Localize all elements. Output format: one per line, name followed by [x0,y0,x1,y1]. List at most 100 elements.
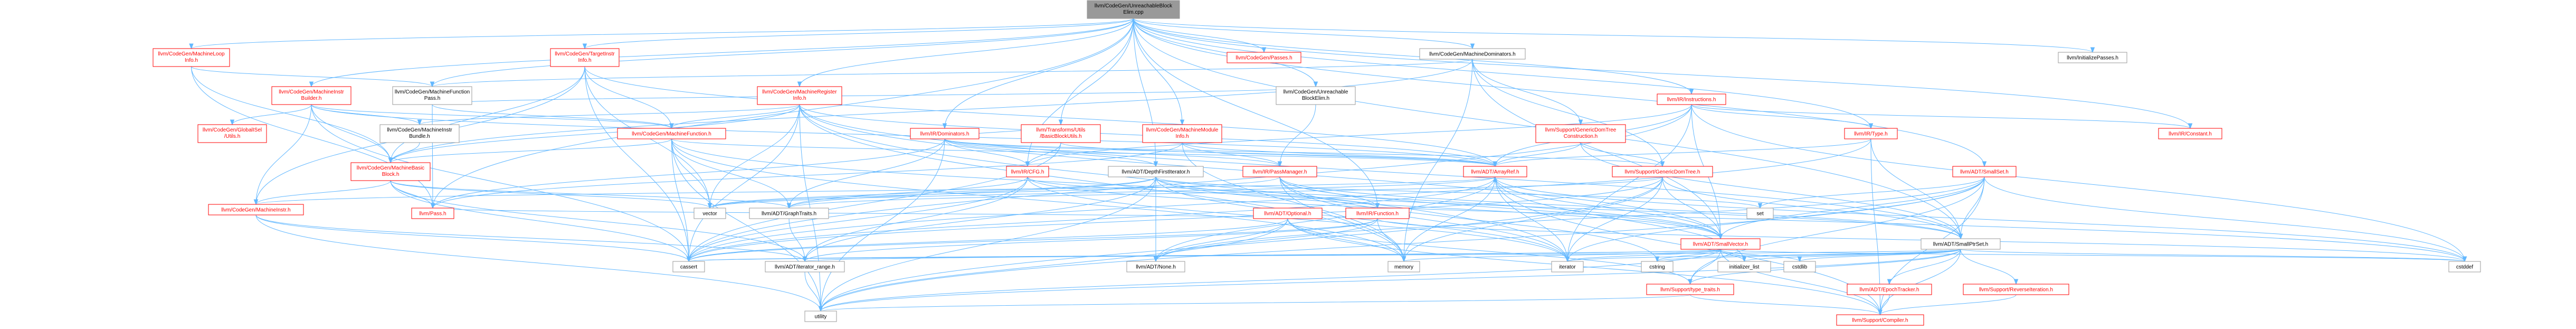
edge-pass-manager-to-small-ptr-set [1279,176,1961,239]
node-pass[interactable]: llvm/Pass.h [411,208,454,219]
node-utility[interactable]: utility [804,311,837,322]
edge-optional-to-compiler [1287,218,1880,315]
edge-arrowhead [1493,161,1498,167]
node-cstdlib[interactable]: cstdlib [1783,261,1816,272]
node-label: llvm/IR/Type.h [1854,131,1887,137]
edge-pass-manager-to-small-vector [1279,176,1721,239]
node-depth-first-iterator[interactable]: llvm/ADT/DepthFirstIterator.h [1108,166,1204,177]
node-typetraits[interactable]: llvm/Support/type_traits.h [1646,284,1734,295]
node-generic-dom-tree[interactable]: llvm/Support/GenericDomTree.h [1612,166,1713,177]
node-initialize-passes[interactable]: llvm/InitializePasses.h [2058,52,2127,63]
edge-arrowhead [417,119,422,126]
node-iterator[interactable]: iterator [1551,261,1584,272]
edge-arrowhead [1689,89,1694,95]
edge-arrowhead [707,203,712,209]
edge-arrowhead [2462,256,2467,262]
node-compiler[interactable]: llvm/Support/Compiler.h [1836,314,1924,326]
nodes-layer: llvm/CodeGen/UnreachableBlockElim.cppllv… [153,0,2481,326]
node-small-ptr-set[interactable]: llvm/ADT/SmallPtrSet.h [1921,238,2001,250]
edge-small-ptr-set-to-cstring [1657,249,1961,262]
edge-arrowhead [253,199,259,205]
node-box [617,128,726,139]
node-reverse-iteration[interactable]: llvm/Support/ReverseIteration.h [1963,284,2069,295]
node-label: llvm/ADT/SmallSet.h [1960,170,2009,175]
edge-machine-function-to-array-ref [671,138,1496,167]
node-vector[interactable]: vector [693,208,726,219]
node-generic-dom-tree-construction[interactable]: llvm/Support/GenericDomTreeConstruction.… [1535,124,1626,143]
edge-root-to-machine-module-info [1133,18,1183,125]
node-set[interactable]: set [1746,208,1774,219]
node-epoch-tracker[interactable]: llvm/ADT/EpochTracker.h [1847,284,1932,295]
node-cassert[interactable]: cassert [672,261,705,272]
edge-pass-manager-to-vector [709,176,1280,209]
node-instructions[interactable]: llvm/IR/Instructions.h [1657,93,1726,105]
node-irtype[interactable]: llvm/IR/Type.h [1844,128,1898,139]
edge-arrowhead [1277,161,1282,167]
edge-target-instr-info-to-cassert [584,66,689,262]
node-small-vector[interactable]: llvm/ADT/SmallVector.h [1680,238,1761,250]
node-global-isel-utils[interactable]: llvm/CodeGen/GlobalISel/Utils.h [197,124,267,143]
edge-arrowhead [1058,119,1063,126]
node-label: llvm/Support/GenericDomTree [1545,127,1617,133]
node-label: llvm/ADT/SmallPtrSet.h [1933,242,1988,248]
node-array-ref[interactable]: llvm/ADT/ArrayRef.h [1463,166,1527,177]
node-cstring[interactable]: cstring [1641,261,1674,272]
node-basic-block-utils[interactable]: llvm/Transforms/Utils/BasicBlockUtils.h [1021,124,1101,143]
edge-machine-dominators-to-generic-dom-tree [1472,59,1663,167]
node-label: cstddef [2456,265,2473,270]
node-passes[interactable]: llvm/CodeGen/Passes.h [1227,52,1301,63]
node-box [1242,166,1317,177]
node-label: vector [702,211,717,217]
edge-irtype-to-small-ptr-set [1870,138,1961,239]
edge-arrowhead [388,157,393,164]
edge-arrowhead [1153,161,1158,167]
node-initializer-list[interactable]: initializer_list [1717,261,1771,272]
edge-machine-register-info-to-vector [709,104,800,209]
node-box [693,208,726,219]
edge-arrowhead [1688,279,1693,285]
edge-machine-instr-builder-to-machine-function [311,104,672,129]
node-pass-manager[interactable]: llvm/IR/PassManager.h [1242,166,1317,177]
edge-arrowhead [1757,203,1763,209]
node-cstddef[interactable]: cstddef [2448,261,2481,272]
node-irdominators[interactable]: llvm/IR/Dominators.h [910,128,980,139]
node-irconstant[interactable]: llvm/IR/Constant.h [2158,128,2222,139]
node-ircfg[interactable]: llvm/IR/CFG.h [1006,166,1049,177]
edge-reverse-iteration-to-compiler [1880,294,2017,315]
node-none[interactable]: llvm/ADT/None.h [1126,261,1185,272]
node-machine-function[interactable]: llvm/CodeGen/MachineFunction.h [617,128,726,139]
node-machine-dominators[interactable]: llvm/CodeGen/MachineDominators.h [1419,48,1526,60]
edge-basic-block-utils-to-array-ref [1060,142,1496,167]
node-box [1087,0,1180,19]
edge-array-ref-to-iterator [1495,176,1568,262]
edge-arrowhead [1261,47,1267,53]
node-graph-traits[interactable]: llvm/ADT/GraphTraits.h [749,208,829,219]
edge-instructions-to-irtype [1691,104,1871,129]
edge-arrowhead [1493,176,1498,182]
edge-machine-register-info-to-machine-basic-block [390,104,800,163]
node-label: cassert [680,265,697,270]
node-label: /BasicBlockUtils.h [1040,134,1081,139]
edge-generic-dom-tree-to-memory [1403,176,1663,262]
edge-machine-function-to-memory [671,138,1404,262]
node-optional[interactable]: llvm/ADT/Optional.h [1253,208,1323,219]
node-box [1612,166,1713,177]
node-box [379,124,460,143]
node-irfunction[interactable]: llvm/IR/Function.h [1345,208,1410,219]
edge-machine-instr-to-utility [255,214,821,312]
node-iterator-range[interactable]: llvm/ADT/iterator_range.h [765,261,845,272]
edge-pass-manager-to-cstring [1279,176,1658,262]
node-machine-instr[interactable]: llvm/CodeGen/MachineInstr.h [208,204,304,215]
node-small-set[interactable]: llvm/ADT/SmallSet.h [1952,166,2017,177]
node-memory[interactable]: memory [1387,261,1420,272]
node-box [271,86,351,105]
